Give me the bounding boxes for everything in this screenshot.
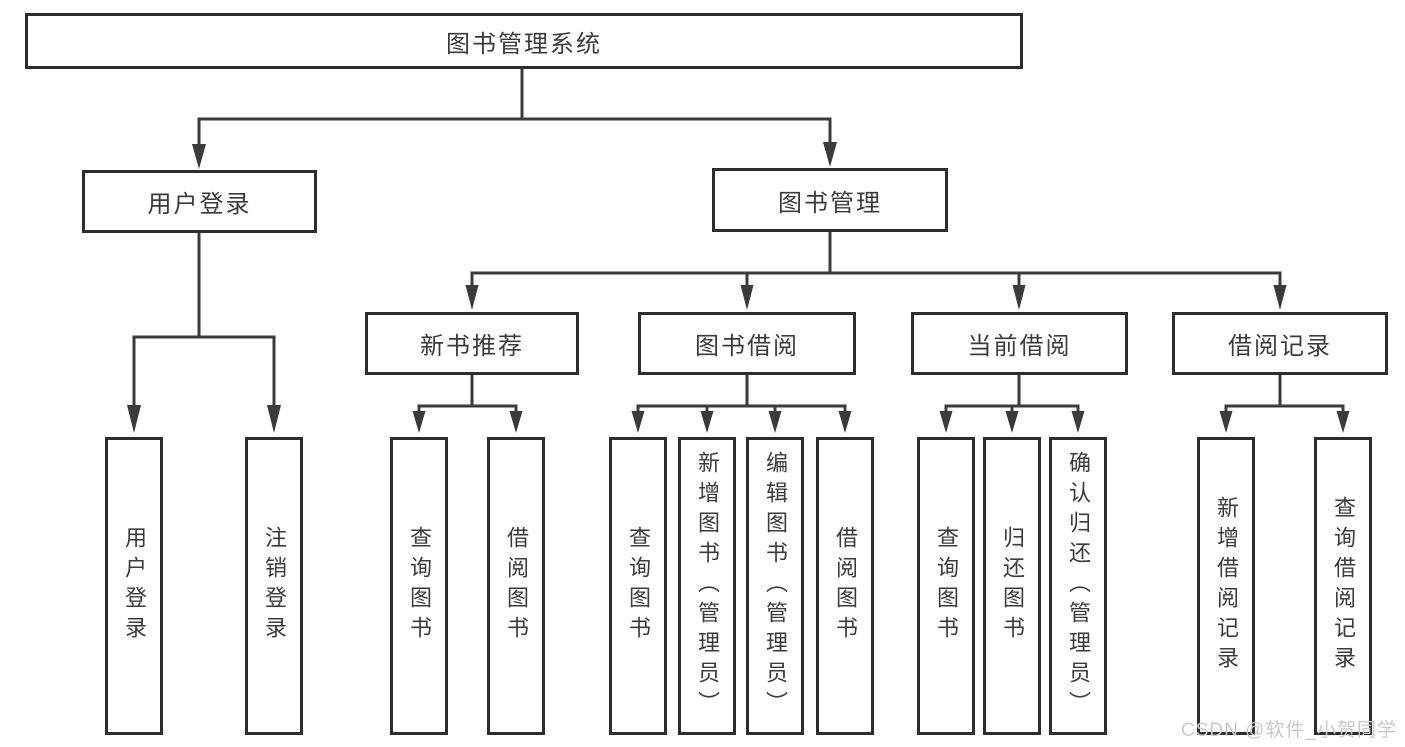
- node-user-login-label: 用户登录: [147, 191, 252, 218]
- leaf-borrow-query-books: 查询图书: [609, 437, 667, 735]
- leaf-borrow-query-books-label: 查询图书: [626, 526, 651, 646]
- node-new-book-recommend: 新书推荐: [365, 312, 579, 375]
- node-book-management-label: 图书管理: [778, 189, 882, 217]
- leaf-confirm-return-admin: 确认归还（管理员）: [1049, 437, 1107, 735]
- node-book-borrow-label: 图书借阅: [695, 333, 799, 360]
- leaf-logout: 注销登录: [245, 437, 303, 735]
- node-new-book-recommend-label: 新书推荐: [420, 333, 524, 360]
- node-current-borrow: 当前借阅: [911, 312, 1128, 375]
- leaf-recommend-query-books: 查询图书: [390, 437, 448, 735]
- leaf-current-query-books-label: 查询图书: [934, 526, 959, 646]
- arrowheads: [127, 142, 1350, 433]
- node-current-borrow-label: 当前借阅: [967, 333, 1072, 360]
- node-borrow-records: 借阅记录: [1172, 312, 1388, 375]
- node-book-borrow: 图书借阅: [638, 312, 856, 375]
- leaf-query-borrow-record: 查询借阅记录: [1314, 437, 1372, 735]
- leaf-add-books-admin: 新增图书（管理员）: [678, 437, 736, 735]
- leaf-add-borrow-record: 新增借阅记录: [1197, 437, 1255, 735]
- leaf-query-borrow-record-label: 查询借阅记录: [1331, 496, 1356, 676]
- leaf-current-query-books: 查询图书: [917, 437, 975, 735]
- leaf-borrow-books-label: 借阅图书: [833, 526, 858, 646]
- leaf-add-borrow-record-label: 新增借阅记录: [1214, 496, 1239, 676]
- node-root-system: 图书管理系统: [25, 13, 1023, 69]
- node-user-login: 用户登录: [82, 170, 317, 233]
- watermark-text: CSDN @软件_小贺同学: [1181, 720, 1397, 741]
- node-borrow-records-label: 借阅记录: [1228, 333, 1332, 360]
- node-root-label: 图书管理系统: [446, 30, 602, 58]
- leaf-recommend-borrow-books-label: 借阅图书: [504, 526, 529, 646]
- leaf-user-login-label: 用户登录: [122, 526, 147, 646]
- leaf-return-books-label: 归还图书: [1000, 526, 1025, 646]
- leaf-logout-label: 注销登录: [262, 526, 287, 646]
- leaf-recommend-query-books-label: 查询图书: [407, 526, 432, 646]
- leaf-borrow-books: 借阅图书: [816, 437, 874, 735]
- leaf-edit-books-admin: 编辑图书（管理员）: [746, 437, 804, 735]
- leaf-edit-books-admin-label: 编辑图书（管理员）: [763, 451, 788, 721]
- node-book-management: 图书管理: [712, 168, 948, 232]
- leaf-add-books-admin-label: 新增图书（管理员）: [695, 451, 720, 721]
- leaf-recommend-borrow-books: 借阅图书: [487, 437, 545, 735]
- leaf-user-login: 用户登录: [105, 437, 163, 735]
- leaf-return-books: 归还图书: [983, 437, 1041, 735]
- leaf-confirm-return-admin-label: 确认归还（管理员）: [1066, 451, 1091, 721]
